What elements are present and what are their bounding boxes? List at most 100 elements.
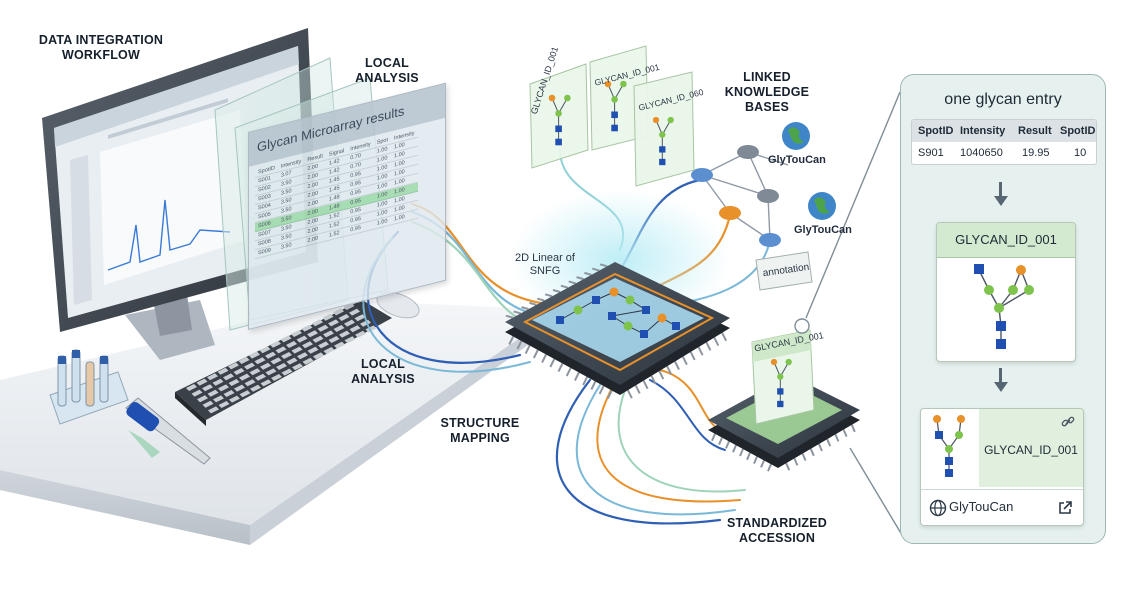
key bbox=[197, 395, 208, 403]
key bbox=[249, 368, 261, 376]
kb-node bbox=[691, 168, 713, 182]
key bbox=[271, 374, 282, 381]
linked-knowledge-bases-label: LINKED KNOWLEDGE BASES bbox=[724, 70, 810, 114]
chip-pin bbox=[537, 297, 545, 302]
chip-pin bbox=[599, 263, 608, 268]
key bbox=[292, 363, 303, 371]
key bbox=[355, 330, 366, 338]
key bbox=[239, 373, 250, 381]
callout-connector bbox=[794, 91, 906, 541]
key bbox=[354, 314, 366, 322]
key bbox=[296, 335, 308, 343]
snfg-square bbox=[592, 296, 600, 304]
chip-pin bbox=[818, 443, 823, 452]
key bbox=[302, 341, 313, 349]
entry-cell: 19.95 bbox=[1022, 147, 1050, 159]
snfg-label: 2D Linear of SNFG bbox=[515, 252, 575, 277]
external-link-icon[interactable] bbox=[1057, 500, 1073, 516]
chip-pin bbox=[541, 354, 547, 363]
chip-pin bbox=[529, 301, 537, 306]
glytoucan-footer[interactable]: GlyTouCan bbox=[921, 489, 1083, 525]
key bbox=[344, 336, 356, 344]
key bbox=[186, 384, 197, 391]
key bbox=[250, 384, 261, 392]
mannose-node bbox=[785, 358, 792, 366]
key bbox=[349, 308, 360, 316]
galactose-node bbox=[604, 80, 612, 88]
chip-pin bbox=[689, 351, 696, 361]
chip-pin bbox=[666, 365, 673, 375]
chip-pin bbox=[785, 462, 791, 471]
key bbox=[218, 384, 229, 392]
globe-icon bbox=[929, 499, 947, 517]
chip-pin bbox=[658, 370, 665, 380]
chip-pin bbox=[725, 441, 730, 449]
accession-id: GLYCAN_ID_001 bbox=[984, 443, 1078, 457]
workflow-label: DATA INTEGRATION WORKFLOW bbox=[38, 33, 164, 62]
kb-node bbox=[737, 145, 759, 159]
key bbox=[286, 341, 297, 348]
entry-table: SpotID Intensity Result SpotID S901 1040… bbox=[911, 119, 1097, 165]
key bbox=[318, 341, 329, 349]
chip-pin bbox=[592, 267, 600, 272]
central-chip bbox=[505, 190, 730, 399]
key bbox=[196, 378, 208, 386]
key bbox=[265, 368, 277, 376]
key bbox=[343, 303, 355, 310]
chip-pin bbox=[850, 424, 856, 433]
chip-pin bbox=[576, 276, 584, 281]
chip-pin bbox=[681, 356, 688, 366]
key bbox=[276, 363, 287, 370]
chip-pin bbox=[584, 271, 592, 276]
glcnac-node bbox=[777, 388, 784, 395]
key bbox=[217, 367, 229, 375]
chip-pin bbox=[705, 341, 712, 351]
local-analysis-label-bottom: LOCAL ANALYSIS bbox=[351, 357, 415, 386]
chip-pin bbox=[713, 337, 720, 347]
chip-pin bbox=[711, 433, 716, 442]
glycan-structure-icon bbox=[974, 264, 1034, 349]
link-icon[interactable] bbox=[1061, 415, 1075, 429]
chip-pin bbox=[767, 463, 772, 472]
chip-pin bbox=[760, 460, 765, 468]
key bbox=[307, 330, 318, 338]
key bbox=[281, 368, 293, 376]
entry-header: SpotID bbox=[918, 125, 954, 137]
key bbox=[328, 336, 340, 343]
kb-label-2: GlyTouCan bbox=[794, 224, 852, 236]
key bbox=[212, 378, 224, 386]
key bbox=[229, 395, 240, 403]
kb-node bbox=[757, 189, 779, 203]
chip-pin bbox=[565, 367, 572, 377]
chip-pin bbox=[590, 381, 597, 390]
snfg-circle bbox=[625, 295, 635, 305]
key bbox=[280, 335, 292, 343]
key bbox=[208, 406, 219, 414]
key bbox=[302, 357, 314, 365]
chip-pin bbox=[746, 452, 751, 461]
key bbox=[191, 389, 203, 397]
key bbox=[254, 357, 266, 365]
chip-pin bbox=[582, 376, 589, 386]
key bbox=[249, 351, 260, 359]
chip-pin bbox=[552, 289, 561, 293]
galactose-node bbox=[770, 358, 778, 366]
card-glycans bbox=[548, 80, 674, 166]
key bbox=[260, 362, 271, 370]
snfg-circle bbox=[623, 321, 633, 331]
chip-pin bbox=[732, 444, 737, 453]
chip-pin bbox=[513, 310, 521, 315]
chip-pin bbox=[842, 429, 848, 437]
key bbox=[344, 319, 355, 327]
mannose-node bbox=[611, 96, 618, 103]
key bbox=[228, 362, 239, 370]
mannose-node bbox=[659, 131, 666, 138]
snfg-circle bbox=[609, 287, 619, 297]
pipette bbox=[125, 397, 211, 465]
key bbox=[322, 313, 334, 321]
key bbox=[349, 325, 361, 333]
glcnac-node bbox=[777, 400, 784, 408]
key bbox=[360, 319, 371, 327]
snfg-circle bbox=[573, 305, 583, 315]
key bbox=[239, 390, 251, 398]
